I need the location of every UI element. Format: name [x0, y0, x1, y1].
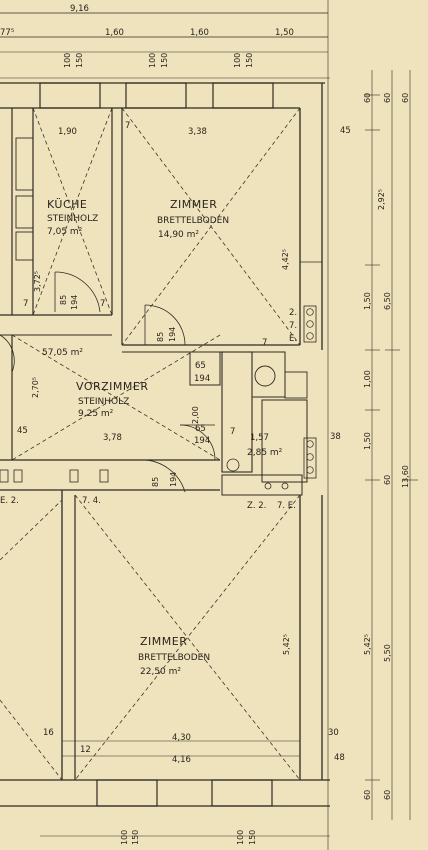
- dim-door-zimmer-a: 85: [156, 332, 165, 342]
- dim-right-a2: 2,92⁵: [377, 189, 386, 210]
- vorzimmer-floor: STEINHOLZ: [78, 397, 129, 407]
- zimmer-top-area: 14,90 m²: [158, 230, 199, 240]
- dim-vor-w: 3,78: [103, 433, 122, 443]
- dim-right-a5: 1,50: [363, 432, 372, 450]
- dim-right-38: 38: [330, 432, 341, 442]
- dim-wall-45-top: 45: [340, 126, 351, 136]
- dim-door-kueche-a: 85: [59, 295, 68, 305]
- dim-bath-h: 1,57: [250, 433, 269, 443]
- dim-wall-thk-5: 7: [230, 427, 235, 437]
- zimmer-top-floor: BRETTELBODEN: [157, 216, 229, 226]
- dim-win-3a: 100: [233, 53, 242, 68]
- dim-top-seg-3: 1,50: [275, 28, 294, 38]
- meter-label-1: 2.: [289, 308, 297, 318]
- zimmer-bottom-floor: BRETTELBODEN: [138, 653, 210, 663]
- dim-door-pantry-a: 65: [195, 361, 206, 371]
- dim-door-zimmer-b: 194: [168, 327, 177, 342]
- dim-top-seg-1: 1,60: [105, 28, 124, 38]
- dim-win-3b: 150: [245, 53, 254, 68]
- dim-wall-thk-2: 7: [23, 299, 28, 309]
- dim-right-a7: 60: [383, 790, 392, 800]
- dim-door-bath-a: 65: [195, 424, 206, 434]
- dim-wall-thk-3: 7: [100, 299, 105, 309]
- dim-right-a1: 60: [383, 93, 392, 103]
- dim-win-1a: 100: [63, 53, 72, 68]
- zimmer-bottom-name: ZIMMER: [140, 635, 187, 648]
- dim-wall-thk-1: 7: [125, 121, 130, 131]
- dim-bottom-16: 16: [43, 728, 54, 738]
- dim-right-b3: 5,50: [383, 644, 392, 662]
- dim-pantry-h: 2,00: [191, 406, 200, 424]
- left-area: 57,05 m²: [42, 348, 83, 358]
- dim-kueche-w: 1,90: [58, 127, 77, 137]
- dim-zimmer-w: 3,38: [188, 127, 207, 137]
- dim-door-bottom-b: 194: [169, 472, 178, 487]
- vorzimmer-area: 9,25 m²: [78, 409, 114, 419]
- meter-label-3: E.: [289, 334, 297, 344]
- dim-top-left-cut: 77⁵: [0, 28, 14, 38]
- dim-win-2a: 100: [148, 53, 157, 68]
- meter-label-2: 7.: [289, 321, 297, 331]
- label-e2-left: E. 2.: [0, 496, 19, 506]
- kueche-area: 7,05 m²: [47, 227, 83, 237]
- dim-bottom-win-2b: 150: [248, 830, 257, 845]
- dim-win-2b: 150: [160, 53, 169, 68]
- dim-kueche-h: 3,72⁵: [33, 271, 42, 292]
- dim-bottom-416: 4,16: [172, 755, 191, 765]
- dim-bottom-12: 12: [80, 745, 91, 755]
- dim-bottom-30: 30: [328, 728, 339, 738]
- label-z2: Z. 2.: [247, 501, 266, 511]
- dim-bottom-win-1b: 150: [131, 830, 140, 845]
- dim-right-b0: 6,50: [383, 292, 392, 310]
- label-7e: 7. E.: [277, 501, 296, 511]
- bad-area: 2,85 m²: [247, 448, 283, 458]
- dim-bottom-win-2a: 100: [236, 830, 245, 845]
- dim-right-b4: 60: [383, 475, 392, 485]
- dim-bottom-48: 48: [334, 753, 345, 763]
- dim-bottom-430: 4,30: [172, 733, 191, 743]
- zimmer-bottom-area: 22,50 m²: [140, 667, 181, 677]
- dim-vor-h: 2,70⁵: [31, 377, 40, 398]
- dim-wall-thk-4: 7: [262, 338, 267, 348]
- kueche-name: KÜCHE: [47, 198, 87, 211]
- dim-bottom-win-1a: 100: [120, 830, 129, 845]
- dim-zimmer-h: 4,42⁵: [281, 249, 290, 270]
- dim-top-total: 9,16: [70, 4, 89, 14]
- dim-door-pantry-b: 194: [194, 374, 210, 384]
- dim-right-b1: 13,60: [401, 465, 410, 488]
- label-e2-mid: 7. 4.: [82, 496, 101, 506]
- dim-right-b5: 60: [401, 93, 410, 103]
- dim-door-kueche-b: 194: [70, 295, 79, 310]
- dim-door-bottom-a: 85: [151, 477, 160, 487]
- kueche-floor: STEINHOLZ: [47, 214, 98, 224]
- dim-bottom-zimmer-h: 5,42⁵: [282, 634, 291, 655]
- dim-top-seg-2: 1,60: [190, 28, 209, 38]
- dim-vor-wall: 45: [17, 426, 28, 436]
- dim-right-a3: 1,50: [363, 292, 372, 310]
- dim-right-a6: 60: [363, 790, 372, 800]
- zimmer-top-name: ZIMMER: [170, 198, 217, 211]
- dim-right-a0: 60: [363, 93, 372, 103]
- dim-right-a4: 1,00: [363, 370, 372, 388]
- dim-right-b2: 5,42⁵: [363, 634, 372, 655]
- dim-door-bath-b: 194: [194, 436, 210, 446]
- wall-lines: [0, 0, 418, 850]
- room-diagonals: [0, 107, 301, 781]
- dim-win-1b: 150: [75, 53, 84, 68]
- vorzimmer-name: VORZIMMER: [76, 380, 149, 393]
